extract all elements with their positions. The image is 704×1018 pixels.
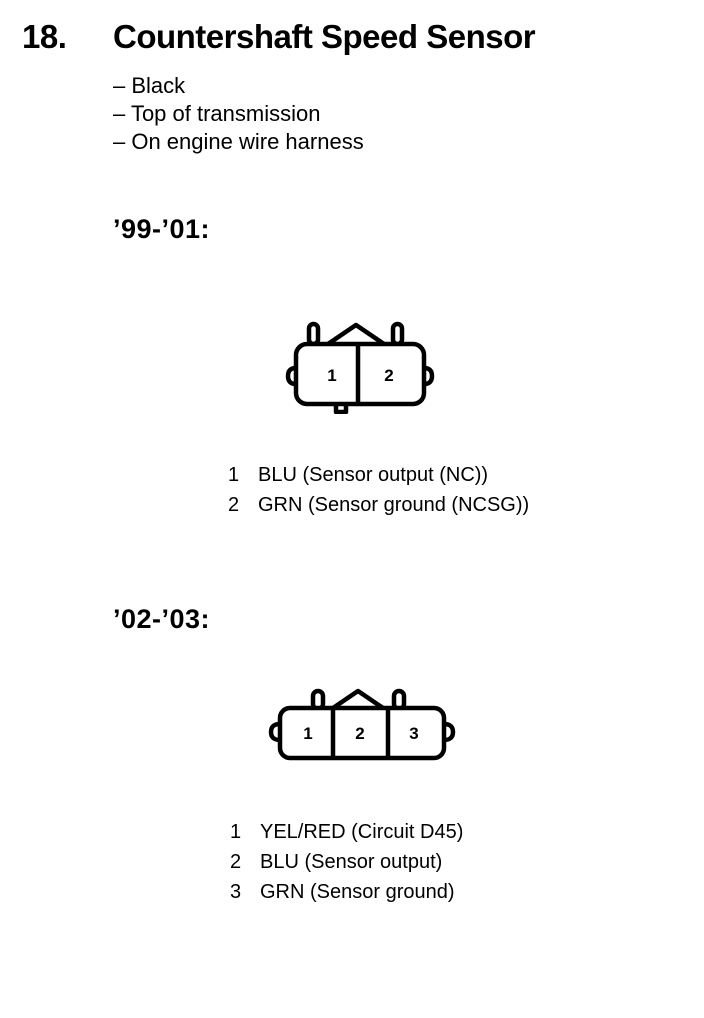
pin-row: 2 GRN (Sensor ground (NCSG)) (228, 490, 529, 520)
connector-pin-label: 3 (409, 724, 418, 743)
section-number: 18. (22, 18, 67, 55)
page-title: Countershaft Speed Sensor (113, 18, 536, 55)
pin-description: BLU (Sensor output (NC)) (258, 464, 489, 486)
year-heading-99-01: ’99-’01: (113, 214, 211, 244)
pin-number: 3 (230, 881, 242, 903)
pin-row: 1 YEL/RED (Circuit D45) (230, 817, 463, 847)
pin-number: 2 (230, 851, 242, 873)
connector-pin-label: 2 (355, 724, 364, 743)
pin-number: 1 (230, 821, 242, 843)
note-location: – Top of transmission (113, 101, 321, 126)
pin-number: 1 (228, 464, 240, 486)
pin-number: 2 (228, 494, 240, 516)
pin-description: BLU (Sensor output) (260, 851, 443, 873)
connector-pin-label: 1 (303, 724, 312, 743)
connector-3-pin-diagram: 1 2 3 (268, 688, 456, 761)
pin-description: GRN (Sensor ground) (260, 881, 455, 903)
pinout-table-02-03: 1 YEL/RED (Circuit D45) 2 BLU (Sensor ou… (230, 817, 463, 907)
note-harness: – On engine wire harness (113, 129, 364, 154)
pin-row: 1 BLU (Sensor output (NC)) (228, 460, 529, 490)
note-color: – Black (113, 73, 186, 98)
location-notes: – Black – Top of transmission – On engin… (113, 72, 364, 156)
pin-row: 2 BLU (Sensor output) (230, 847, 463, 877)
connector-pin-label: 2 (384, 366, 393, 385)
year-heading-02-03: ’02-’03: (113, 604, 211, 634)
pin-row: 3 GRN (Sensor ground) (230, 877, 463, 907)
connector-pin-label: 1 (327, 366, 336, 385)
pin-description: YEL/RED (Circuit D45) (260, 821, 464, 843)
pinout-table-99-01: 1 BLU (Sensor output (NC)) 2 GRN (Sensor… (228, 460, 529, 520)
pin-description: GRN (Sensor ground (NCSG)) (258, 494, 530, 516)
connector-2-pin-diagram: 1 2 (285, 321, 435, 414)
